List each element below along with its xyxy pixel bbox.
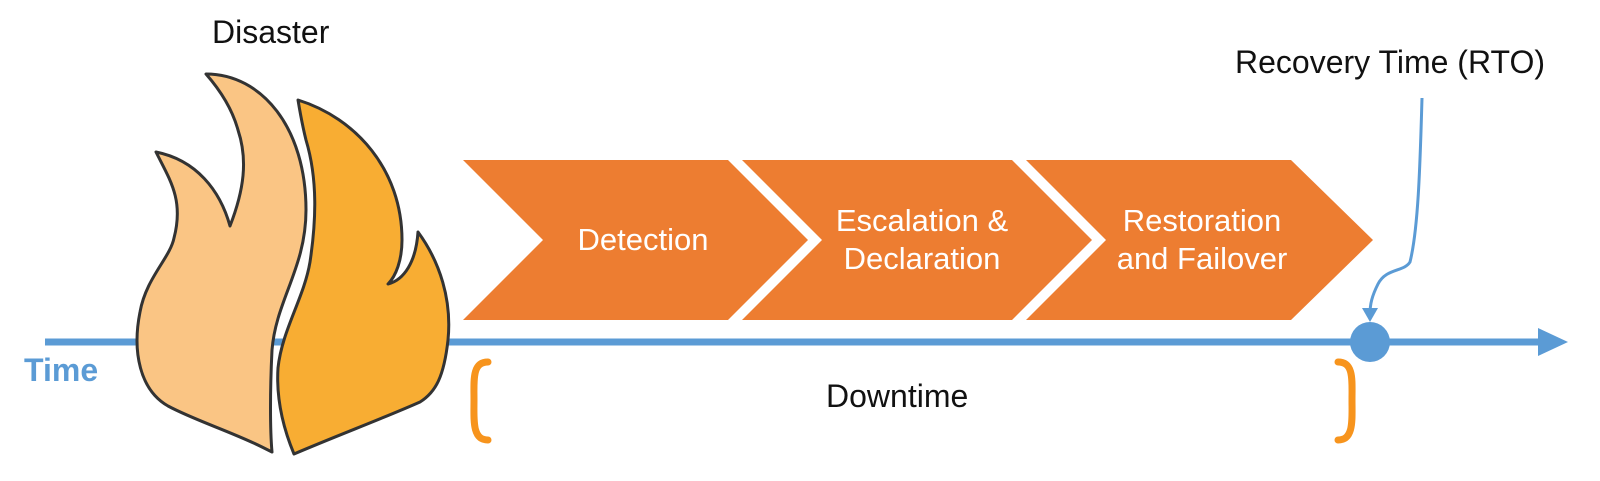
rto-label: Recovery Time (RTO) bbox=[1235, 44, 1545, 80]
step-chevron-restoration bbox=[1026, 160, 1373, 320]
step-label-escalation: Escalation & Declaration bbox=[812, 200, 1032, 280]
downtime-label: Downtime bbox=[826, 378, 969, 414]
timeline-arrowhead-icon bbox=[1538, 328, 1568, 356]
step-chevron-detection bbox=[463, 160, 808, 320]
process-steps bbox=[463, 160, 1373, 320]
step-label-line: Escalation & bbox=[835, 203, 1009, 238]
flame-front bbox=[276, 98, 451, 456]
rto-callout-line bbox=[1368, 97, 1424, 315]
time-axis-label: Time bbox=[24, 352, 99, 388]
rto-marker-icon bbox=[1350, 322, 1390, 362]
step-label-restoration: Restoration and Failover bbox=[1092, 200, 1312, 280]
step-label-line: and Failover bbox=[1116, 241, 1288, 276]
disaster-label: Disaster bbox=[212, 14, 330, 50]
step-label-line: Restoration bbox=[1122, 203, 1282, 238]
downtime-bracket-left bbox=[470, 358, 492, 444]
step-chevron-escalation bbox=[742, 160, 1092, 320]
flame-icon bbox=[135, 72, 451, 456]
flame-back bbox=[135, 72, 308, 454]
step-label-line: Detection bbox=[577, 222, 709, 257]
rto-callout-arrowhead bbox=[1362, 308, 1378, 322]
step-label-detection: Detection bbox=[548, 200, 738, 280]
step-label-line: Declaration bbox=[843, 241, 1001, 276]
downtime-bracket-right bbox=[1334, 358, 1356, 444]
